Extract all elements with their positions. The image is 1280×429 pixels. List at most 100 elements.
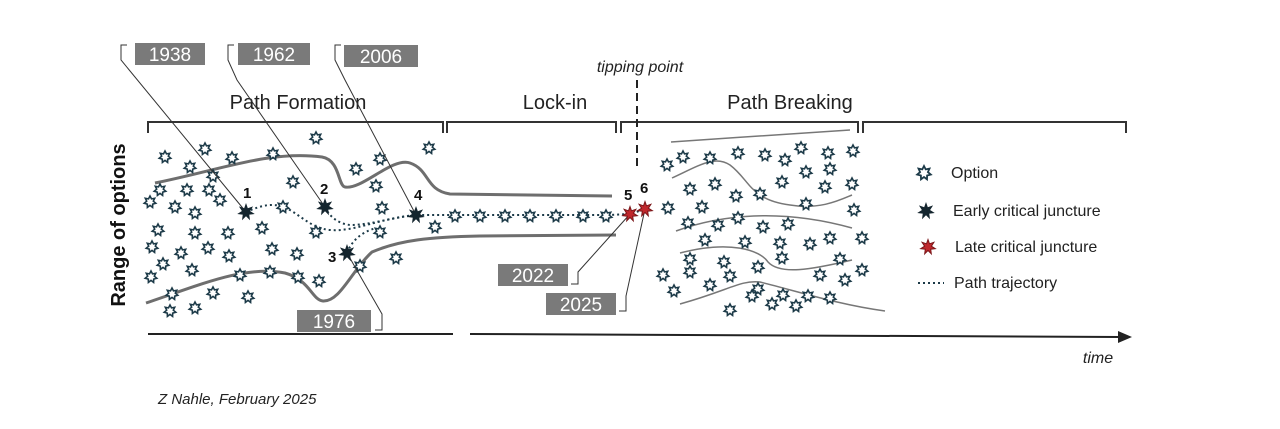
late-juncture-5-icon: [621, 204, 639, 223]
option-star-icon: [659, 157, 675, 172]
option-star-icon: [472, 208, 488, 223]
phase-label-breaking: Path Breaking: [727, 92, 853, 114]
option-star-icon: [368, 178, 384, 193]
early-juncture-star-icon: [917, 201, 935, 220]
path-trajectory-main: [245, 203, 646, 232]
option-star-icon: [142, 194, 158, 209]
option-star-icon: [675, 149, 691, 164]
option-star-icon: [289, 246, 305, 261]
option-star-icon: [421, 140, 437, 155]
option-star-icon: [757, 147, 773, 162]
option-star-icon: [162, 303, 178, 318]
leader-lines: [120, 44, 646, 331]
critical-junctures: [237, 197, 654, 262]
option-star-icon: [755, 219, 771, 234]
option-star-icon: [173, 245, 189, 260]
phase-label-formation: Path Formation: [230, 92, 367, 114]
option-star-icon: [311, 273, 327, 288]
legend-early-label: Early critical juncture: [953, 203, 1101, 220]
option-star-icon: [697, 232, 713, 247]
option-star-icon: [822, 290, 838, 305]
option-star-icon: [655, 267, 671, 282]
juncture-number-2: 2: [320, 181, 328, 198]
time-axis-arrowhead: [1118, 331, 1132, 343]
path-trajectory-branch: [324, 206, 417, 227]
option-star-icon: [750, 259, 766, 274]
option-star-icon: [812, 267, 828, 282]
year-callout-2006: 2006: [344, 45, 418, 68]
option-star-icon: [722, 268, 738, 283]
juncture-number-6: 6: [640, 180, 648, 197]
legend-option-label: Option: [951, 165, 998, 182]
leader-1962: [227, 44, 326, 208]
option-star-icon: [822, 161, 838, 176]
option-star-icon: [716, 254, 732, 269]
option-star-icon: [846, 202, 862, 217]
option-star-icon: [254, 220, 270, 235]
x-axis-label: time: [1083, 350, 1113, 367]
option-star-icon: [694, 199, 710, 214]
year-label-1938: 1938: [149, 45, 191, 66]
option-star-icon: [822, 230, 838, 245]
option-star-icon: [275, 199, 291, 214]
option-star-icon: [201, 182, 217, 197]
option-star-icon: [702, 277, 718, 292]
year-callout-2025: 2025: [546, 293, 616, 316]
option-star-icon: [915, 163, 933, 182]
option-star-icon: [832, 251, 848, 266]
option-star-icon: [152, 182, 168, 197]
option-star-icon: [764, 296, 780, 311]
option-star-icon: [728, 188, 744, 203]
year-label-1962: 1962: [253, 45, 295, 66]
option-star-icon: [744, 288, 760, 303]
legend: Option Early critical juncture Late crit…: [915, 163, 1101, 292]
option-star-icon: [200, 240, 216, 255]
option-star-icon: [144, 239, 160, 254]
option-star-icon: [844, 176, 860, 191]
option-star-icon: [680, 215, 696, 230]
option-star-icon: [522, 208, 538, 223]
option-star-icon: [164, 286, 180, 301]
flow-line-1: [670, 129, 851, 143]
option-star-icon: [182, 159, 198, 174]
leader-2006: [334, 44, 417, 216]
option-star-icon: [205, 285, 221, 300]
bracket-lock-in: [446, 121, 617, 133]
option-star-icon: [374, 200, 390, 215]
option-star-icon: [774, 250, 790, 265]
option-star-icon: [372, 151, 388, 166]
option-star-icon: [352, 258, 368, 273]
option-star-icon: [817, 179, 833, 194]
late-juncture-star-icon: [919, 237, 937, 256]
option-star-icon: [780, 216, 796, 231]
option-star-icon: [915, 163, 933, 182]
option-star-icon: [285, 174, 301, 189]
option-star-icon: [155, 256, 171, 271]
option-star-icon: [710, 217, 726, 232]
option-star-icon: [150, 222, 166, 237]
funnel-upper-curve: [154, 154, 613, 198]
legend-trajectory-label: Path trajectory: [954, 275, 1057, 292]
option-star-icon: [682, 264, 698, 279]
option-star-icon: [802, 236, 818, 251]
leader-2022: [571, 213, 631, 285]
year-callout-1962: 1962: [238, 43, 310, 66]
option-star-icon: [788, 298, 804, 313]
option-stars: [142, 130, 870, 318]
year-label-2006: 2006: [360, 47, 402, 68]
option-star-icon: [737, 234, 753, 249]
option-star-icon: [427, 219, 443, 234]
option-star-icon: [798, 164, 814, 179]
year-label-2022: 2022: [512, 266, 554, 287]
bracket-path-formation: [147, 121, 444, 133]
flow-line-4: [679, 246, 853, 271]
author-credit: Z Nahle, February 2025: [157, 391, 317, 408]
option-star-icon: [264, 241, 280, 256]
option-star-icon: [447, 208, 463, 223]
option-star-icon: [854, 262, 870, 277]
early-juncture-3-icon: [338, 243, 356, 262]
option-star-icon: [800, 288, 816, 303]
year-label-1976: 1976: [313, 312, 355, 333]
option-star-icon: [372, 224, 388, 239]
